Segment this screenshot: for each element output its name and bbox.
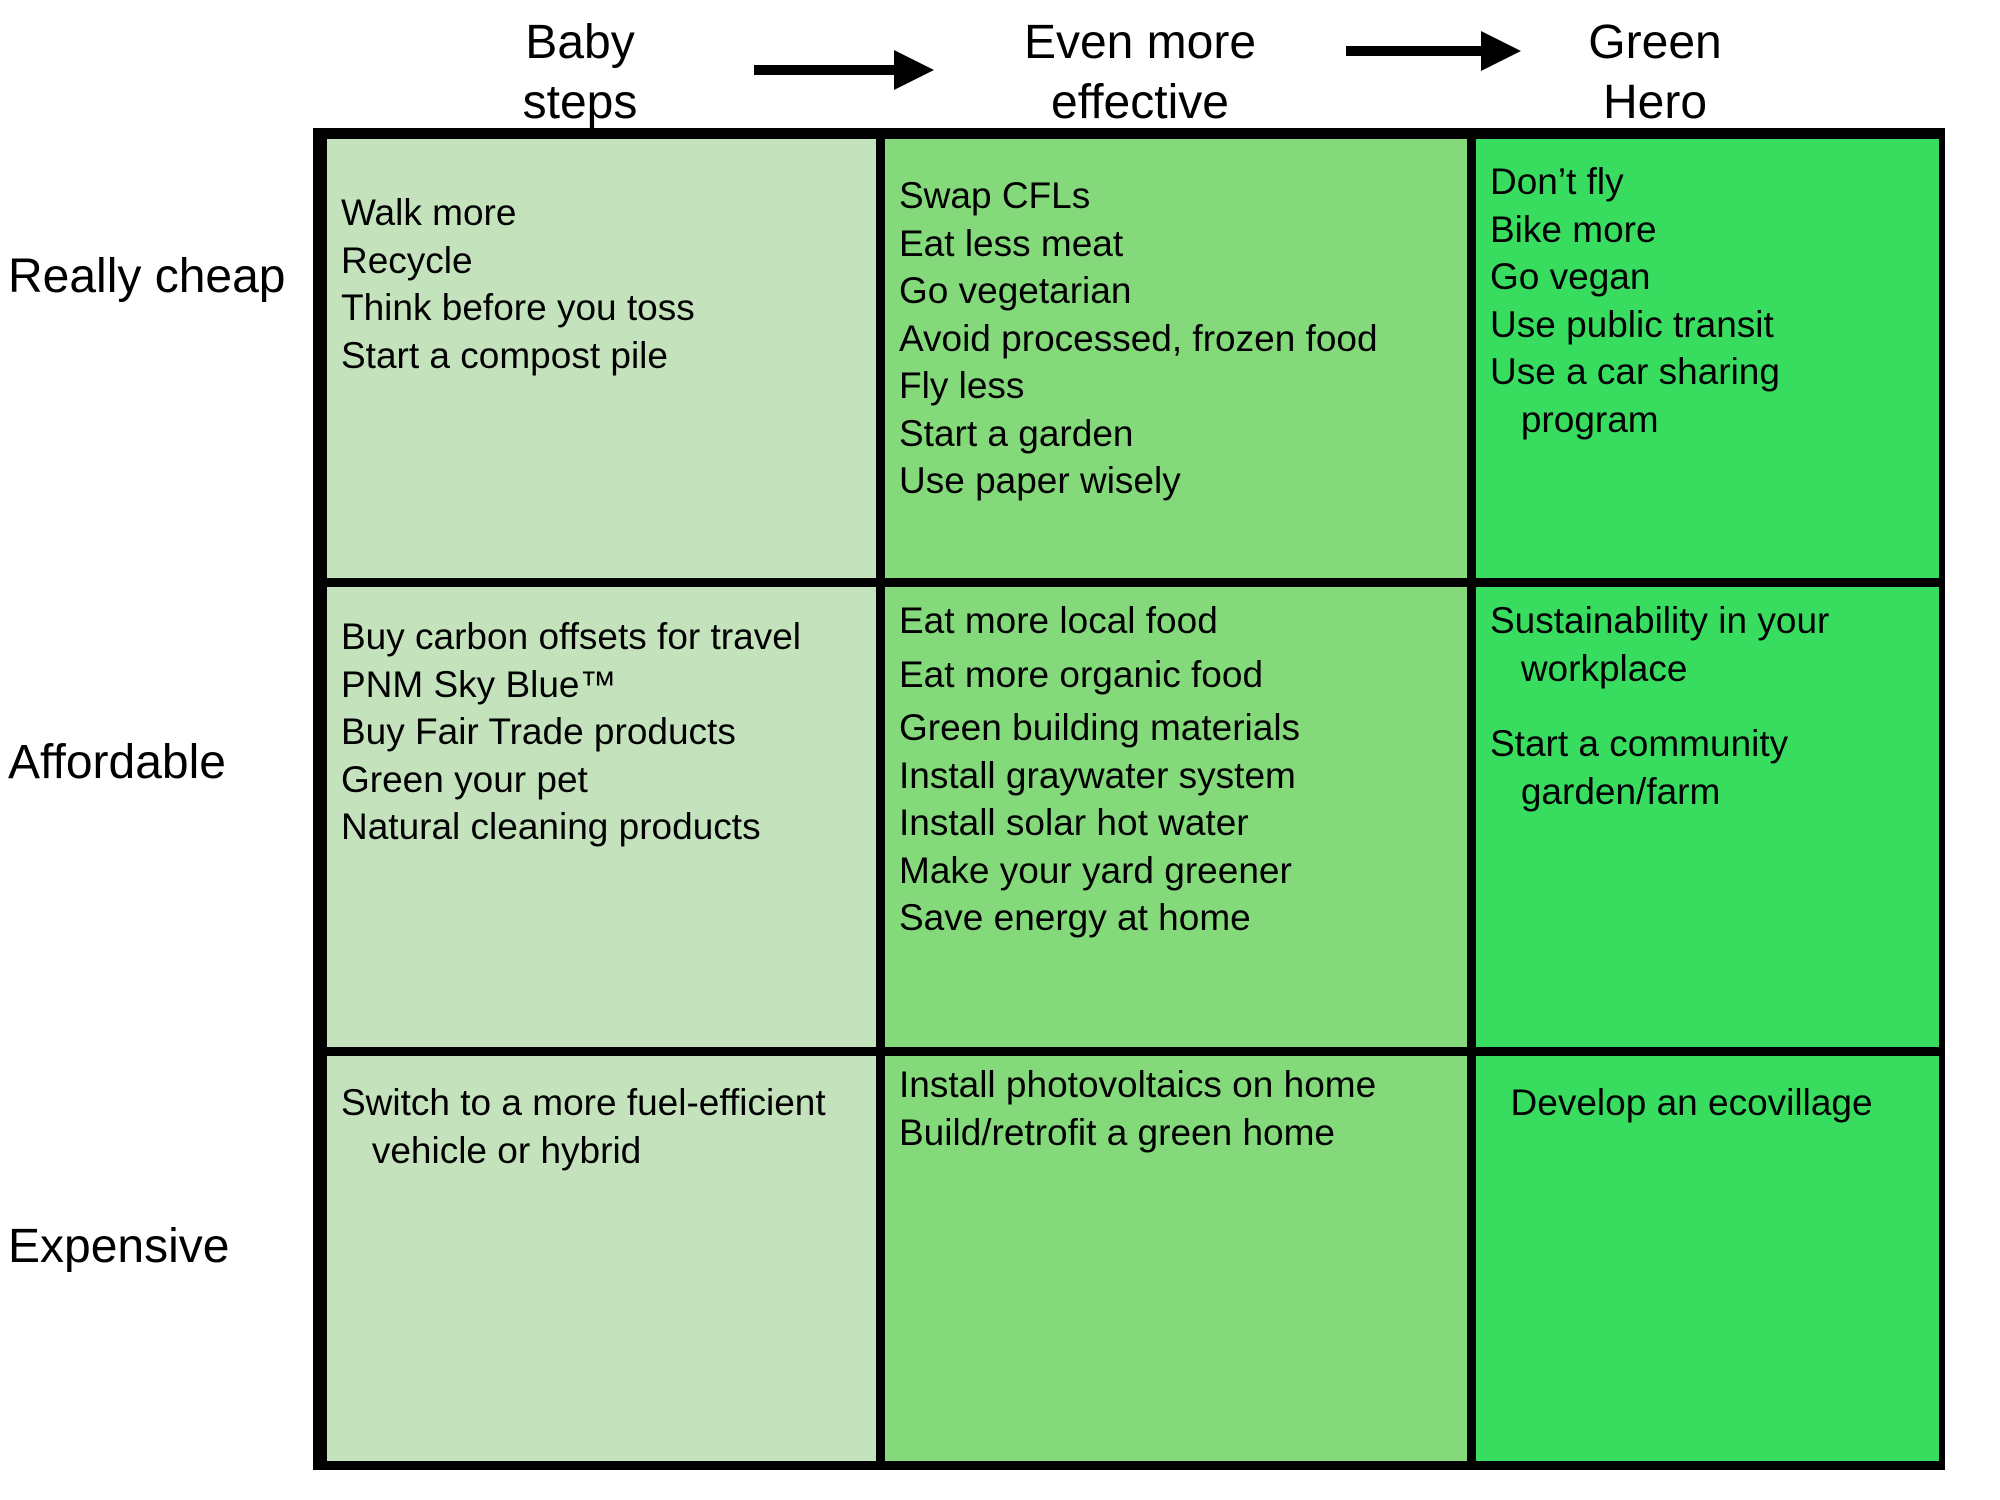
column-header-line: Hero <box>1602 76 1708 129</box>
list-item: Eat more organic food <box>899 653 1264 695</box>
list-item: Go vegan <box>1490 256 1651 297</box>
column-header-line: Even more <box>1023 16 1257 69</box>
list-item: Green building materials <box>899 707 1301 748</box>
list-item: Start a garden <box>899 412 1134 454</box>
list-item: Natural cleaning products <box>341 806 761 847</box>
list-item: Bike more <box>1490 208 1657 250</box>
column-header-line: steps <box>522 76 638 129</box>
list-item: Fly less <box>899 365 1025 406</box>
list-item: Install solar hot water <box>899 802 1249 843</box>
list-item: Start a compost pile <box>341 334 668 376</box>
cell-really-cheap-even-more-effective: Swap CFLs Eat less meat Go vegetarian Av… <box>885 139 1467 578</box>
list-item: Avoid processed, frozen food <box>899 317 1378 359</box>
list-item: Build/retrofit a green home <box>899 1111 1336 1153</box>
list-item: Eat more local food <box>899 600 1218 641</box>
list-item: Green your pet <box>341 758 588 800</box>
list-item: vehicle or hybrid <box>341 1129 642 1171</box>
list-item: Start a community <box>1490 723 1789 764</box>
column-header-line: Baby <box>525 16 635 69</box>
list-item: Use paper wisely <box>899 460 1181 501</box>
list-item: Switch to a more fuel-efficient <box>341 1082 826 1123</box>
row-header-affordable: Affordable <box>8 736 226 789</box>
column-header-even-more-effective: Even more effective <box>980 13 1300 133</box>
list-item: Think before you toss <box>341 287 695 328</box>
cell-expensive-baby-steps: Switch to a more fuel-efficient vehicle … <box>327 1056 876 1461</box>
cell-really-cheap-green-hero: Don’t fly Bike more Go vegan Use public … <box>1476 139 1939 578</box>
list-item: Use a car sharing <box>1490 351 1780 392</box>
column-header-baby-steps: Baby steps <box>480 13 680 133</box>
list-item: Buy carbon offsets for travel <box>341 616 801 657</box>
list-item: Install photovoltaics on home <box>899 1064 1377 1105</box>
list-item <box>1490 692 1939 720</box>
row-header-expensive: Expensive <box>8 1220 230 1273</box>
cell-really-cheap-baby-steps: Walk more Recycle Think before you toss … <box>327 139 876 578</box>
list-item: Install graywater system <box>899 754 1296 796</box>
right-arrow-icon <box>1346 31 1521 71</box>
column-header-green-hero: Green Hero <box>1545 13 1765 133</box>
list-item: Go vegetarian <box>899 270 1132 311</box>
list-item: garden/farm <box>1490 770 1721 812</box>
list-item: Swap CFLs <box>899 175 1091 216</box>
list-item: PNM Sky Blue™ <box>341 663 617 705</box>
column-header-line: Green <box>1588 16 1722 69</box>
cell-expensive-even-more-effective: Install photovoltaics on home Build/retr… <box>885 1056 1467 1461</box>
list-item: Recycle <box>341 239 473 281</box>
cell-expensive-green-hero: Develop an ecovillage <box>1476 1056 1939 1461</box>
list-item: program <box>1490 398 1659 440</box>
list-item: Eat less meat <box>899 222 1124 264</box>
list-item: Walk more <box>341 192 517 233</box>
right-arrow-icon <box>754 50 934 90</box>
list-item: Develop an ecovillage <box>1490 1082 1873 1123</box>
action-grid: Walk more Recycle Think before you toss … <box>313 128 1945 1470</box>
list-item: Sustainability in your <box>1490 600 1830 641</box>
cell-affordable-even-more-effective: Eat more local food Eat more organic foo… <box>885 587 1467 1047</box>
list-item: Don’t fly <box>1490 161 1624 202</box>
list-item: Make your yard greener <box>899 849 1292 891</box>
column-header-line: effective <box>1051 76 1229 129</box>
cell-affordable-green-hero: Sustainability in your workplace Start a… <box>1476 587 1939 1047</box>
list-item: Use public transit <box>1490 303 1774 345</box>
row-header-really-cheap: Really cheap <box>8 250 286 303</box>
list-item: Save energy at home <box>899 897 1251 938</box>
list-item: Buy Fair Trade products <box>341 711 736 752</box>
cell-affordable-baby-steps: Buy carbon offsets for travel PNM Sky Bl… <box>327 587 876 1047</box>
list-item: workplace <box>1490 647 1688 689</box>
